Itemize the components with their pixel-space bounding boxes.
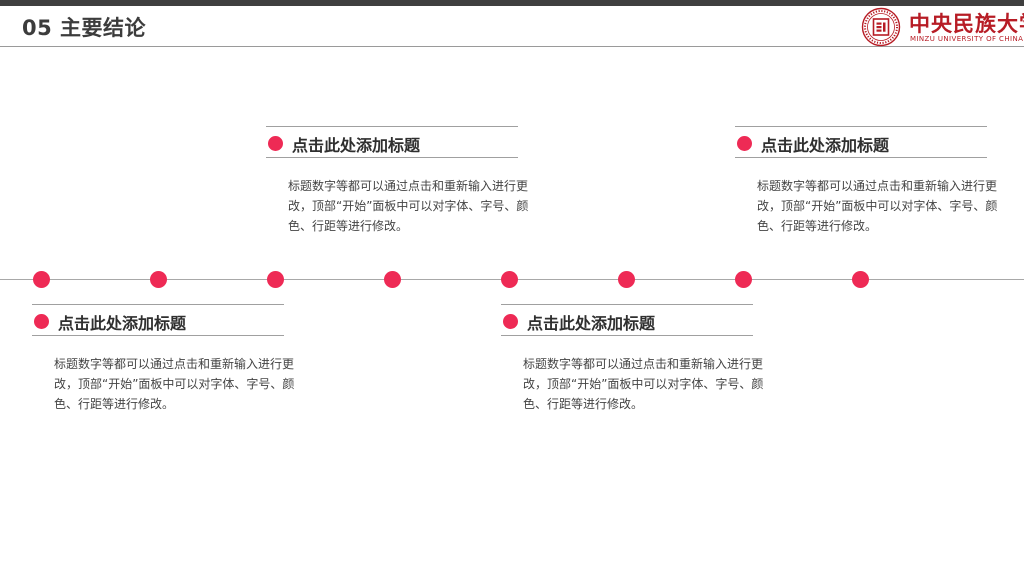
card-bottom-rule (735, 157, 987, 158)
card-bottom-rule (266, 157, 518, 158)
university-logo: 中央民族大学 MINZU UNIVERSITY OF CHINA (861, 7, 1024, 47)
card-bottom-rule (32, 335, 284, 336)
card-title[interactable]: 点击此处添加标题 (761, 136, 890, 155)
logo-english-name: MINZU UNIVERSITY OF CHINA (910, 35, 1024, 43)
card-body[interactable]: 标题数字等都可以通过点击和重新输入进行更改，顶部“开始”面板中可以对字体、字号、… (288, 179, 529, 233)
card-top-rule (501, 304, 753, 305)
card-title[interactable]: 点击此处添加标题 (58, 314, 187, 333)
card-top-rule (735, 126, 987, 127)
page-title: 05 主要结论 (22, 16, 147, 40)
timeline-dot (735, 271, 752, 288)
card-title[interactable]: 点击此处添加标题 (527, 314, 656, 333)
card-top-rule (32, 304, 284, 305)
university-seal-icon (861, 7, 901, 47)
timeline-dot (618, 271, 635, 288)
card-body[interactable]: 标题数字等都可以通过点击和重新输入进行更改，顶部“开始”面板中可以对字体、字号、… (54, 357, 295, 411)
timeline-dot (150, 271, 167, 288)
card-bullet (34, 314, 49, 329)
card-bottom-rule (501, 335, 753, 336)
timeline-dot (384, 271, 401, 288)
card-body[interactable]: 标题数字等都可以通过点击和重新输入进行更改，顶部“开始”面板中可以对字体、字号、… (757, 179, 998, 233)
header-divider (0, 46, 1024, 47)
logo-chinese-name: 中央民族大学 (909, 11, 1024, 36)
timeline-dot (852, 271, 869, 288)
card-bullet (737, 136, 752, 151)
card-top-rule (266, 126, 518, 127)
timeline-dot (267, 271, 284, 288)
card-title[interactable]: 点击此处添加标题 (292, 136, 421, 155)
top-bar (0, 0, 1024, 6)
card-body[interactable]: 标题数字等都可以通过点击和重新输入进行更改，顶部“开始”面板中可以对字体、字号、… (523, 357, 764, 411)
timeline-dot (33, 271, 50, 288)
card-bullet (503, 314, 518, 329)
timeline-dot (501, 271, 518, 288)
card-bullet (268, 136, 283, 151)
